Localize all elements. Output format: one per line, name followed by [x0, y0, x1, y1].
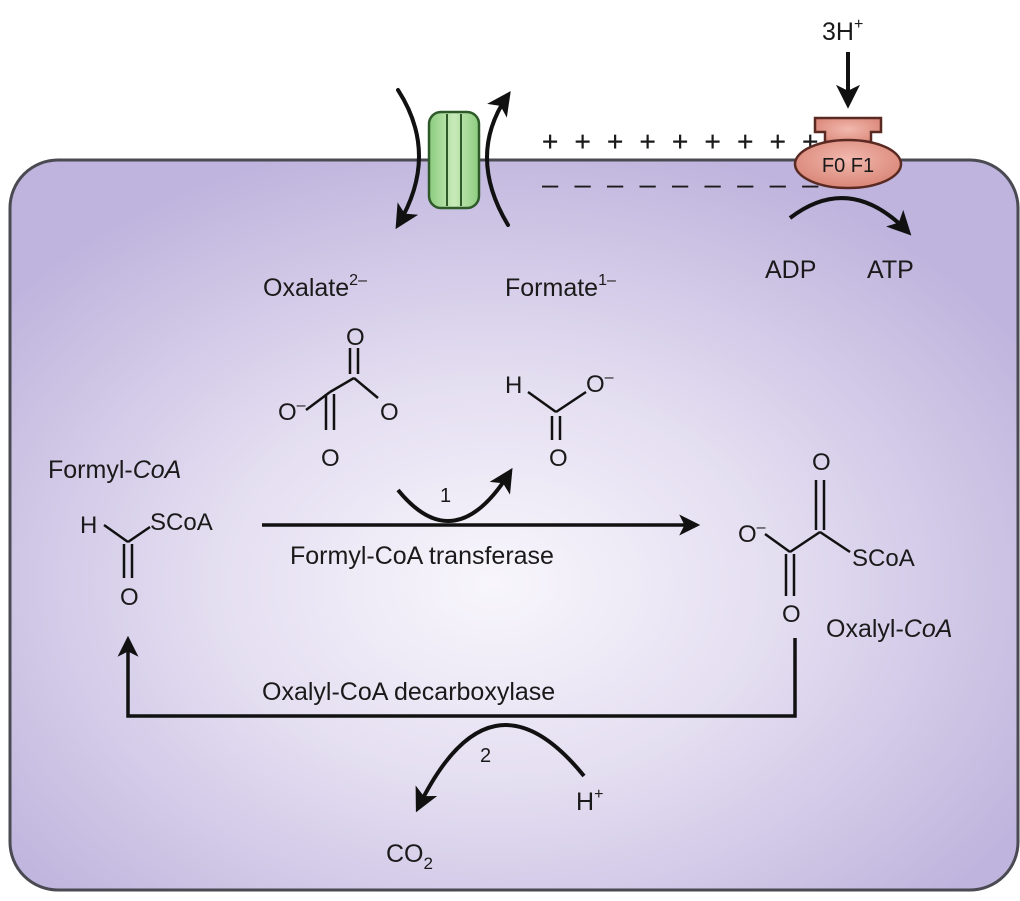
- oxalyl-coa-name: Oxalyl-CoA: [826, 615, 952, 643]
- oxalyl-coa-scoa: SCoA: [852, 545, 915, 572]
- atp-label: ATP: [867, 256, 914, 284]
- oxalate-label: Oxalate2–: [263, 272, 367, 302]
- oxalyl-coa-o-bottom: O: [782, 601, 801, 628]
- oxalyl-coa-o-top: O: [812, 449, 831, 476]
- formyl-coa-structure: [103, 523, 151, 578]
- decarboxylase-arrow: [117, 635, 797, 718]
- oxalate-structure: [305, 348, 379, 430]
- formate-h: H: [505, 372, 522, 399]
- formyl-coa-name: Formyl-CoA: [48, 456, 181, 484]
- formyl-coa-scoa: SCoA: [150, 509, 213, 536]
- formate-o-bottom: O: [549, 445, 568, 472]
- oxalyl-coa-o-minus: O–: [738, 519, 766, 548]
- oxalate-o-minus: O–: [278, 397, 306, 426]
- adp-label: ADP: [765, 256, 816, 284]
- atp-synthase: F0 F1: [793, 116, 903, 190]
- formyl-coa-o: O: [120, 584, 139, 611]
- co2-label: CO2: [386, 840, 433, 873]
- formyl-coa-h: H: [80, 512, 97, 539]
- proton-input-label: 3H+: [822, 16, 863, 46]
- oxalate-o-right: O: [380, 399, 399, 426]
- reaction-2-number: 2: [480, 745, 491, 767]
- oxalyl-coa-structure: [764, 480, 851, 596]
- oxalate-formate-exchange-arrow: [396, 467, 513, 523]
- formate-label: Formate1–: [505, 272, 616, 302]
- proton-label: H+: [576, 786, 603, 816]
- outside-positive-charges: + + + + + + + + +: [542, 126, 818, 157]
- oxalate-o-top: O: [346, 324, 365, 351]
- atp-synthase-label: F0 F1: [822, 155, 874, 177]
- reaction-1-number: 1: [440, 485, 451, 507]
- oxalate-o-bottom: O: [321, 445, 340, 472]
- oxalate-formate-antiporter: [395, 88, 511, 230]
- proton-to-co2-arrow: [415, 723, 586, 813]
- formate-structure: [527, 390, 587, 440]
- transferase-label: Formyl-CoA transferase: [290, 542, 554, 570]
- decarboxylase-label: Oxalyl-CoA decarboxylase: [262, 678, 555, 706]
- inside-negative-charges: – – – – – – – – –: [542, 170, 819, 201]
- adp-to-atp-arrow: [788, 196, 912, 236]
- formate-o-minus: O–: [586, 369, 614, 398]
